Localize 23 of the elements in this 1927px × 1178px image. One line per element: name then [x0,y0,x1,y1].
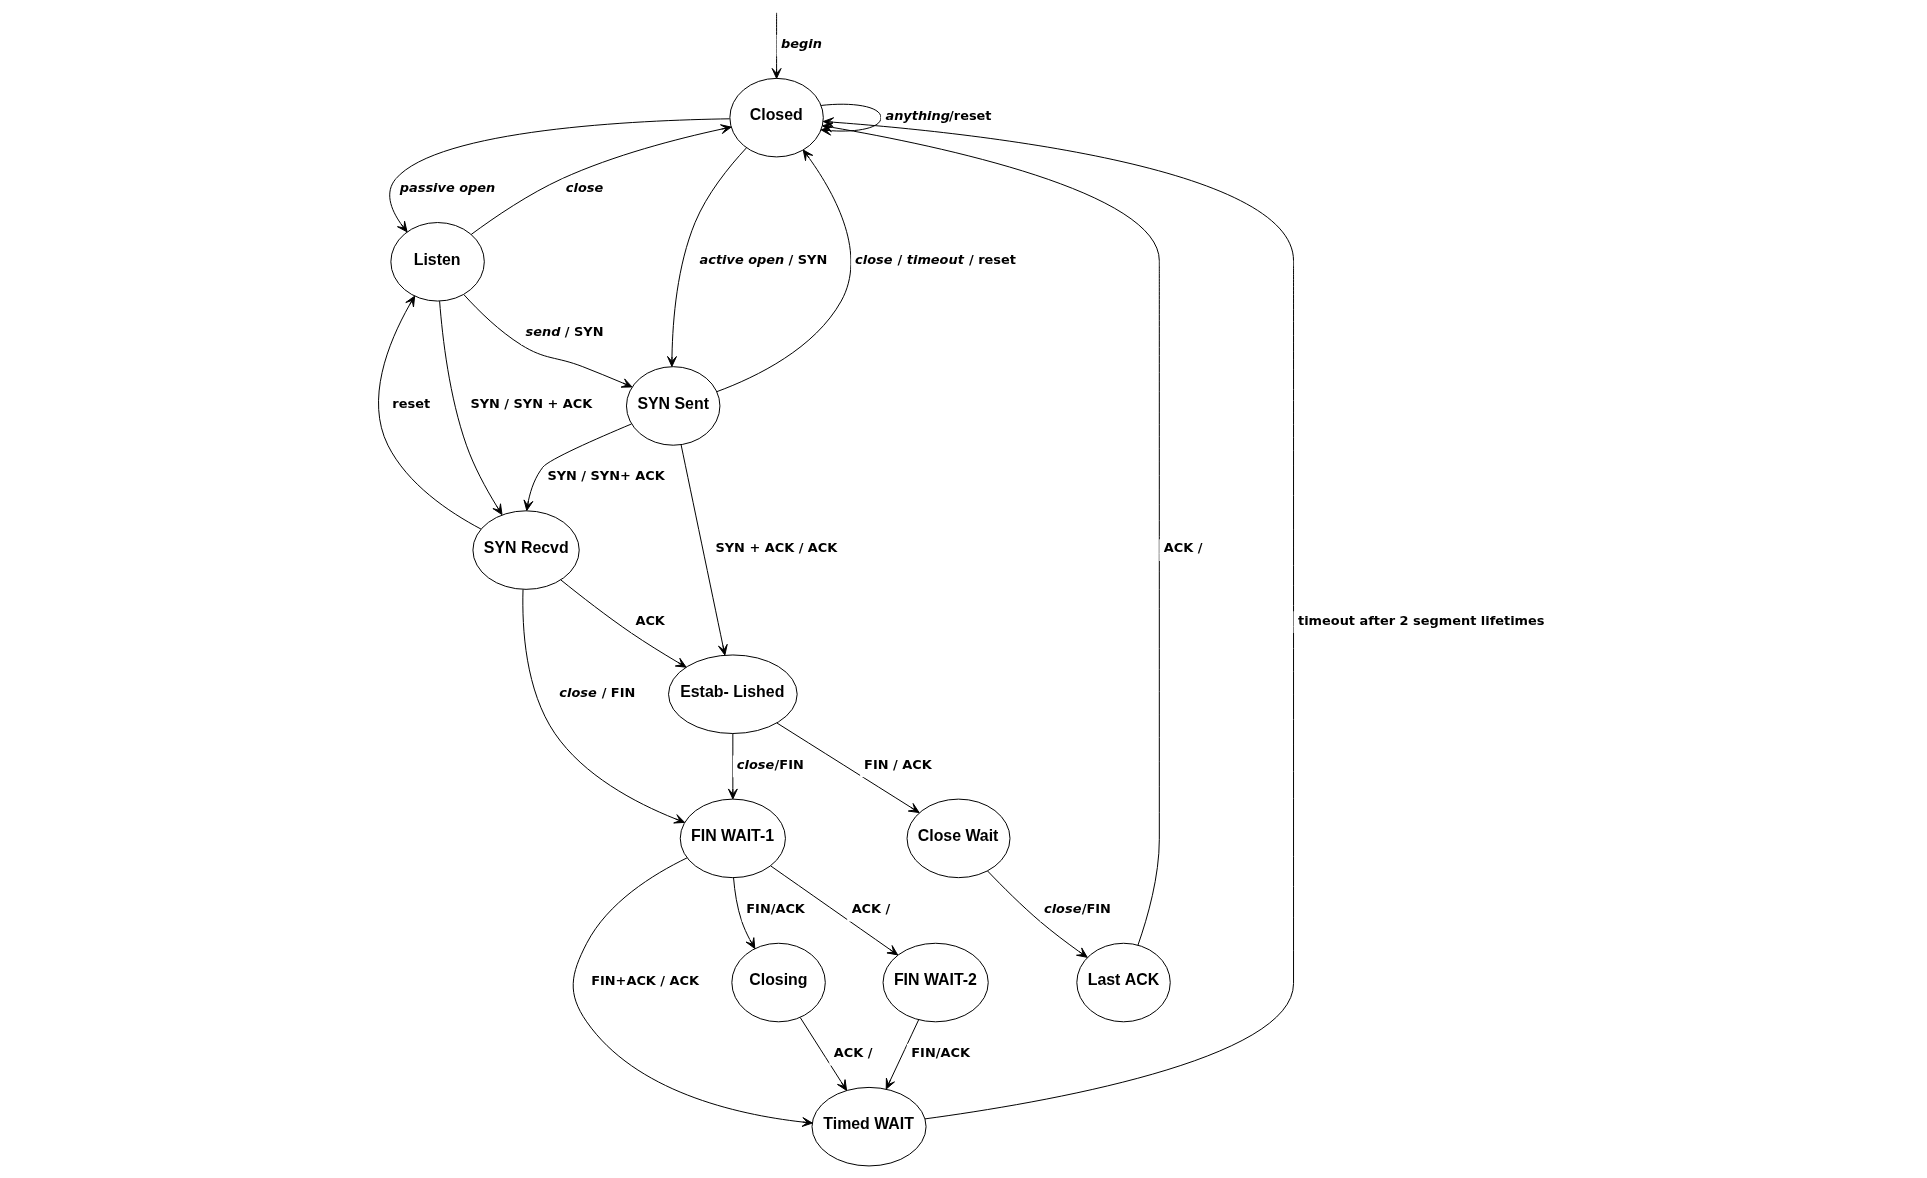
edge-label: FIN/ACK [911,1044,970,1060]
edge-label: close [565,180,604,196]
edge-label: FIN+ACK / ACK [591,972,700,988]
edge-label: ACK / [833,1044,873,1060]
edge-label: reset [392,396,431,412]
edge-label: active open / SYN [699,252,828,268]
edge-label: timeout after 2 segment lifetimes [1298,612,1545,628]
edge-label: anything/reset [885,108,992,124]
edge-label: passive open [399,180,496,196]
edge-label: ACK [635,612,665,628]
edge-label: close/FIN [736,756,804,772]
edge-label: SYN / SYN+ ACK [547,468,665,484]
edge-label: send / SYN [525,324,604,340]
edge-label: FIN/ACK [746,900,805,916]
edge-label: FIN / ACK [864,756,932,772]
edge-label: begin [781,35,822,51]
edge-label: ACK / [851,900,891,916]
edge-label: close / timeout / reset [855,252,1016,268]
edge-label: close/FIN [1044,900,1111,916]
edge-label: ACK / [1163,540,1203,556]
edge-label: SYN + ACK / ACK [715,540,838,556]
edge-label: SYN / SYN + ACK [470,396,593,412]
edge-label: close / FIN [559,684,636,700]
